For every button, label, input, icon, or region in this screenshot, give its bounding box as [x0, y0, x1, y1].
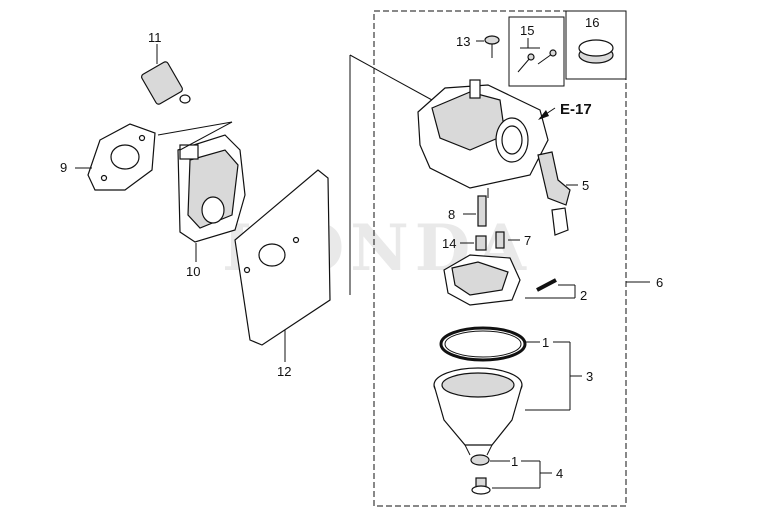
carburetor-assembly-box	[373, 10, 627, 507]
callout-11: 11	[148, 30, 162, 45]
float	[443, 254, 521, 306]
part-5-solenoid	[537, 151, 578, 236]
part-11-insulator	[141, 44, 191, 105]
reference-label: E-17	[560, 101, 592, 118]
callout-8: 8	[448, 207, 455, 222]
o-ring	[439, 326, 527, 362]
guide-line	[349, 54, 433, 101]
callout-12: 12	[277, 364, 291, 379]
callout-4: 4	[556, 466, 563, 481]
part-7-jet	[495, 231, 520, 249]
callout-5: 5	[582, 178, 589, 193]
callout-9: 9	[60, 160, 67, 175]
part-14-jet	[460, 235, 487, 251]
guide-line	[157, 121, 233, 136]
callout-10: 10	[186, 264, 200, 279]
callout-13: 13	[456, 34, 470, 49]
part-13-screw	[476, 35, 500, 58]
callout-1-upper: 1	[542, 335, 549, 350]
callout-6: 6	[656, 275, 663, 290]
part-12-plate-gasket	[234, 169, 331, 362]
part-16-cap	[578, 39, 614, 64]
callout-14: 14	[442, 236, 456, 251]
guide-line	[179, 121, 233, 151]
part-10-insulator	[177, 134, 246, 262]
part-9-gasket	[75, 123, 156, 191]
drain-bolt	[470, 454, 491, 495]
float-chamber	[433, 367, 523, 456]
callout-1-lower: 1	[511, 454, 518, 469]
callout-3: 3	[586, 369, 593, 384]
callout-15: 15	[520, 23, 534, 38]
carburetor-body	[417, 79, 549, 198]
part-16-box	[565, 10, 627, 80]
part-15-screws	[517, 38, 557, 73]
part-2-pin	[525, 278, 576, 299]
callout-16: 16	[585, 15, 599, 30]
part-15-box	[508, 16, 565, 87]
reference-arrow	[538, 107, 556, 120]
callout-2: 2	[580, 288, 587, 303]
callout-7: 7	[524, 233, 531, 248]
part-8-needle	[463, 195, 487, 227]
